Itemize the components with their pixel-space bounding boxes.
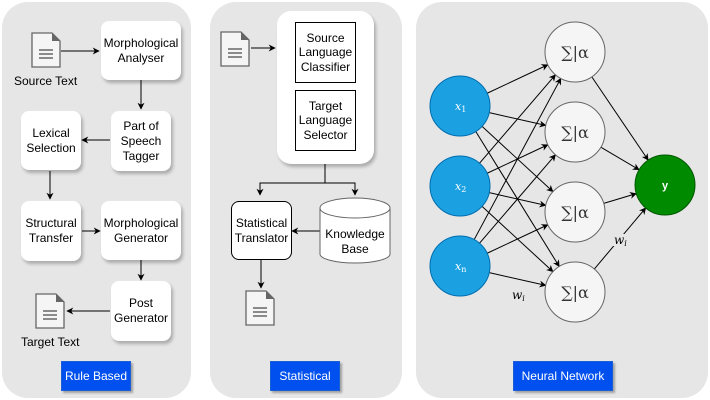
- statistical-badge: Statistical: [270, 361, 340, 391]
- neural-network-badge: Neural Network: [513, 361, 613, 391]
- hidden-node-2-label: ∑|α: [561, 123, 589, 142]
- knowledge-base-cylinder-icon: [319, 197, 391, 264]
- output-node-label: y: [662, 180, 669, 192]
- morphological-analyser-box: Morphological Analyser: [101, 21, 181, 80]
- hidden-node-1-label: ∑|α: [561, 43, 589, 62]
- target-document-icon: [35, 293, 65, 329]
- lexical-selection-box: Lexical Selection: [21, 111, 81, 170]
- hidden-node-4: [544, 261, 606, 323]
- output-node: [634, 154, 696, 216]
- edge-input-3-to-hidden-2: [479, 154, 556, 244]
- hidden-node-4-label: ∑|α: [561, 283, 589, 302]
- input-node-x1: [429, 75, 491, 137]
- hidden-node-3-label: ∑|α: [561, 203, 589, 222]
- pos-tagger-box: Part of Speech Tagger: [111, 111, 171, 171]
- statistical-input-document-icon: [220, 31, 250, 67]
- edge-input-3-to-hidden-3: [486, 224, 549, 254]
- hidden-node-1: [544, 21, 606, 83]
- statistical-output-document-icon: [245, 290, 275, 326]
- input-node-x1-label: x1: [455, 100, 466, 114]
- target-text-label: Target Text: [21, 335, 80, 349]
- edge-input-1-to-hidden-1: [486, 64, 549, 94]
- weight-label-output: wi: [614, 233, 627, 248]
- edge-hidden-1-to-output: [591, 76, 649, 161]
- rule-based-badge: Rule Based: [61, 361, 131, 391]
- statistical-translator-box: Statistical Translator: [231, 201, 292, 260]
- hidden-node-3: [544, 181, 606, 243]
- arrow-classifier-to-kb: [325, 182, 359, 196]
- edge-input-2-to-hidden-1: [479, 74, 556, 164]
- edge-hidden-3-to-output: [603, 192, 637, 204]
- input-node-xn: [429, 235, 491, 297]
- input-node-xn-label: xn: [455, 260, 466, 274]
- structural-transfer-box: Structural Transfer: [21, 201, 81, 261]
- source-document-icon: [31, 32, 61, 68]
- source-text-label: Source Text: [14, 74, 78, 88]
- hidden-node-2: [544, 101, 606, 163]
- source-language-classifier-box: Source Language Classifier: [295, 22, 356, 83]
- edge-input-3-to-hidden-4: [489, 272, 547, 288]
- edge-hidden-2-to-output: [600, 146, 640, 171]
- input-node-x2: [429, 155, 491, 217]
- morphological-generator-box: Morphological Generator: [101, 201, 181, 260]
- arrow-classifier-split: [256, 164, 326, 196]
- edge-input-3-to-hidden-1: [473, 77, 562, 240]
- knowledge-base-label: Knowledge Base: [325, 227, 385, 256]
- input-node-x2-label: x2: [455, 180, 466, 194]
- post-generator-box: Post Generator: [111, 281, 171, 341]
- weight-label-input: wi: [512, 288, 525, 303]
- target-language-selector-box: Target Language Selector: [295, 90, 356, 151]
